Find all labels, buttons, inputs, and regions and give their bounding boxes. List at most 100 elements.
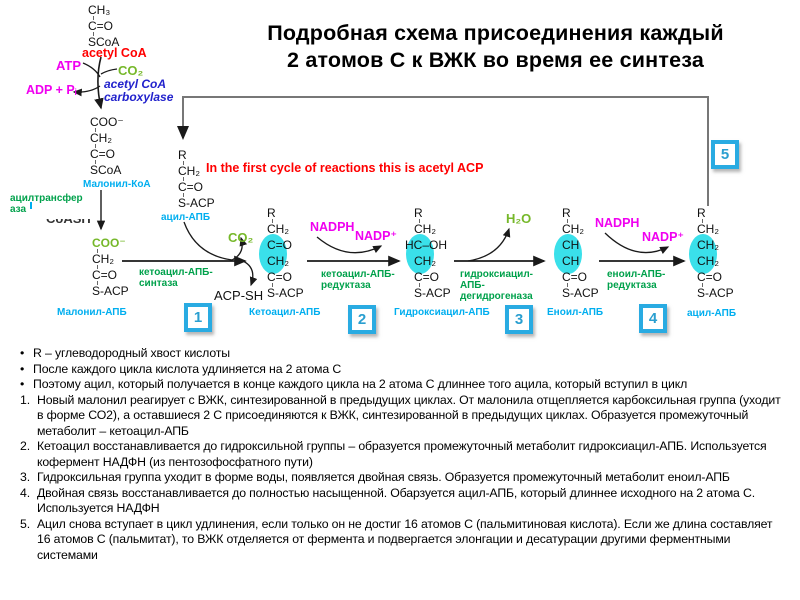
bond <box>419 219 420 223</box>
bullet-item: • После каждого цикла кислота удлиняется… <box>20 362 784 378</box>
formula-line: CH₂ <box>267 254 289 268</box>
label-ketoacyl-reductase: кетоацил-АПБ-редуктаза <box>321 269 395 291</box>
numbered-text: Кетоацил восстанавливается до гидроксиль… <box>37 439 767 469</box>
formula-line: C=O <box>697 270 723 284</box>
bond <box>183 193 184 197</box>
label-acyl-apb-top: ацил-АПБ <box>161 212 211 223</box>
bond <box>567 219 568 223</box>
number-marker: 3. <box>20 470 30 484</box>
formula-line: SCoA <box>90 163 122 177</box>
formula-line-carboxyl: COO⁻ <box>92 236 126 250</box>
bullet-text: R – углеводородный хвост кислоты <box>33 346 230 360</box>
step-badge-3: 3 <box>505 305 533 334</box>
formula-line: CH₂ <box>178 164 200 178</box>
arrow-adp-out <box>72 85 101 97</box>
formula-line: S-ACP <box>178 196 215 210</box>
formula-line: R <box>562 206 571 220</box>
step-badge-2: 2 <box>348 305 376 334</box>
curve-acyl-acp-in <box>183 221 233 261</box>
label-dehydrogenase: гидроксиацил-АПБ-дегидрогеназа <box>460 269 533 302</box>
slide-title: Подробная схема присоединения каждый 2 а… <box>203 20 788 74</box>
formula-line: C=O <box>88 19 114 33</box>
structure-enoyl-acp: R CH₂ CH CH C=O S-ACP <box>554 206 599 299</box>
numbered-item: 3. Гидроксильная группа уходит в форме в… <box>20 470 784 486</box>
bond <box>272 283 273 287</box>
formula-line: C=O <box>178 180 204 194</box>
number-marker: 5. <box>20 516 30 531</box>
numbered-text: Новый малонил реагирует с ВЖК, синтезиро… <box>37 392 781 438</box>
label-nadp-1: NADP⁺ <box>355 229 398 243</box>
formula-line: R <box>414 206 423 220</box>
formula-line: SCoA <box>88 35 120 49</box>
label-acetyl-coa: acetyl CoA <box>82 46 147 60</box>
numbered-item: 5. Ацил снова вступает в цикл удлинения,… <box>20 517 784 564</box>
formula-line: CH₂ <box>267 222 289 236</box>
formula-line: R <box>178 148 187 162</box>
recycle-loop-line <box>177 96 709 206</box>
formula-line: S-ACP <box>267 286 304 300</box>
numbered-item: 1. Новый малонил реагирует с ВЖК, синтез… <box>20 393 784 440</box>
curve-nadph-1 <box>316 236 383 254</box>
curve-co2-in <box>100 68 118 75</box>
bond <box>567 283 568 287</box>
structure-acetyl-coa: CH₃ C=O SCoA <box>88 4 119 48</box>
label-first-cycle-note: In the first cycle of reactions this is … <box>206 161 484 175</box>
label-malonyl-coa: Малонил-КоА <box>83 179 151 190</box>
formula-line: R <box>267 206 276 220</box>
bullet-item: • Поэтому ацил, который получается в кон… <box>20 377 784 393</box>
label-acp-sh: ACP-SH <box>214 288 264 303</box>
structure-malonyl-coa: COO⁻ CH₂ C=O SCoA <box>90 116 124 176</box>
label-enoyl-reductase: еноил-АПБ-редуктаза <box>607 269 666 291</box>
number-marker: 4. <box>20 485 30 500</box>
bond <box>97 265 98 269</box>
step-badge-1: 1 <box>184 303 212 332</box>
bullet-item: • R – углеводородный хвост кислоты <box>20 346 784 362</box>
formula-line: C=O <box>92 268 118 282</box>
step-badge-5: 5 <box>711 140 739 169</box>
formula-line: CH₂ <box>562 222 584 236</box>
formula-line: R <box>697 206 706 220</box>
formula-line: CH₂ <box>92 252 114 266</box>
formula-line: COO⁻ <box>90 115 124 129</box>
label-ketoacyl-apb: Кетоацил-АПБ <box>249 307 321 318</box>
numbered-item: 4. Двойная связь восстанавливается до по… <box>20 486 784 517</box>
structure-acyl-acp-start: R CH₂ C=O S-ACP <box>178 149 215 209</box>
bond <box>702 283 703 287</box>
number-marker: 2. <box>20 439 30 453</box>
formula-line: CH₂ <box>697 254 719 268</box>
label-nadph-2: NADPH <box>595 216 640 230</box>
formula-line: CH₂ <box>697 238 719 252</box>
number-marker: 1. <box>20 392 30 407</box>
label-atp: ATP <box>56 58 82 73</box>
label-hydroxyacyl-apb: Гидроксиацил-АПБ <box>394 307 490 318</box>
curve-atp-in <box>82 62 101 78</box>
label-acyltransferase: ацилтрансфераза <box>10 193 83 215</box>
numbered-text: Двойная связь восстанавливается до полно… <box>37 485 755 516</box>
bond <box>702 219 703 223</box>
label-h2o: H₂O <box>506 211 532 226</box>
arrow-acpsh-out <box>242 260 258 287</box>
arrow-co2-out <box>229 236 248 262</box>
bond <box>95 128 96 132</box>
title-line-1: Подробная схема присоединения каждый <box>267 21 724 45</box>
notes-block: • R – углеводородный хвост кислоты • Пос… <box>20 346 784 563</box>
reaction-arrows-layer <box>72 56 709 287</box>
cyan-tick <box>30 202 32 209</box>
arrow-carboxylase <box>94 56 104 110</box>
label-nadp-2: NADP⁺ <box>642 230 685 244</box>
formula-line: C=O <box>267 238 293 252</box>
bond <box>419 283 420 287</box>
formula-line: S-ACP <box>92 284 129 298</box>
bullet-marker: • <box>20 377 25 391</box>
bond <box>183 161 184 165</box>
formula-line: CH <box>562 254 580 268</box>
formula-line: CH₂ <box>90 131 112 145</box>
numbered-text: Гидроксильная группа уходит в форме воды… <box>37 470 730 484</box>
label-enoyl-apb: Еноил-АПБ <box>547 307 604 318</box>
formula-line: S-ACP <box>697 286 734 300</box>
bond <box>95 160 96 164</box>
bond <box>93 16 94 20</box>
formula-line: CH₃ <box>88 3 111 17</box>
formula-line: CH₂ <box>697 222 719 236</box>
